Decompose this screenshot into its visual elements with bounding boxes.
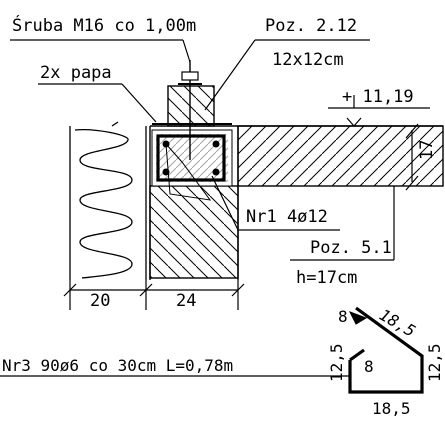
pos51-title: Poz. 5.1 xyxy=(310,238,392,258)
bolt-nut xyxy=(181,71,199,81)
ring-beam xyxy=(151,129,233,201)
ring-beam-stirrup xyxy=(156,134,226,182)
bolt-leader xyxy=(182,39,191,63)
stirrup-nr3 xyxy=(0,306,424,394)
dim-tick xyxy=(139,283,153,297)
thickness-tick xyxy=(405,175,419,191)
stirrup-right-dim: 12,5 xyxy=(425,343,444,382)
pos212-title: Poz. 2.12 xyxy=(265,16,357,36)
bolt-label: Śruba M16 co 1,00m xyxy=(12,14,196,36)
concrete-slab xyxy=(150,125,444,187)
thickness-label: 17 xyxy=(417,140,437,160)
dim-insulation-label: 20 xyxy=(90,291,110,311)
level-arrow xyxy=(346,117,362,127)
insulation-zigzag xyxy=(74,129,133,279)
dim-tick xyxy=(63,283,77,297)
timber-plate-section xyxy=(167,85,215,127)
stirrup-arrow xyxy=(348,311,368,325)
stirrup-callout: Nr3 90ø6 co 30cm L=0,78m xyxy=(2,356,233,375)
thickness-tick xyxy=(405,123,419,139)
insulation-layer xyxy=(69,121,147,280)
bottom-dimensions xyxy=(63,280,245,310)
stirrup-hook xyxy=(349,348,365,362)
dim-wall-label: 24 xyxy=(176,291,196,311)
leaders xyxy=(10,39,430,261)
level-label: + 11,19 xyxy=(342,87,414,107)
stirrup-shape xyxy=(348,306,424,394)
pos212-size: 12x12cm xyxy=(272,50,344,70)
stirrup-short-dim: 8 xyxy=(338,307,348,326)
stirrup-diagonal-dim: 18,5 xyxy=(376,305,419,341)
slab-section xyxy=(237,125,444,187)
stirrup-left-dim: 12,5 xyxy=(327,343,346,382)
labels: Śruba M16 co 1,00m Poz. 2.12 12x12cm 2x … xyxy=(2,14,444,418)
brick-wall xyxy=(149,126,239,280)
rebar-nr1-label: Nr1 4ø12 xyxy=(246,207,328,227)
stirrup-bottom-dim: 18,5 xyxy=(372,399,411,418)
dim-tick xyxy=(231,283,245,297)
rebar-dot xyxy=(212,140,220,148)
timber-plate xyxy=(152,60,232,160)
membrane-leader xyxy=(121,83,157,123)
nr1-leader xyxy=(211,175,239,231)
dashed-projection xyxy=(165,142,212,201)
pos51-height: h=17cm xyxy=(296,268,357,288)
pos212-leader xyxy=(204,39,256,111)
stirrup-inner-dim: 8 xyxy=(364,357,374,376)
insulation-top-mark xyxy=(111,121,119,127)
wall-hatched-block xyxy=(149,185,239,279)
rebar-dot xyxy=(212,168,220,176)
membrane-label: 2x papa xyxy=(40,63,112,83)
